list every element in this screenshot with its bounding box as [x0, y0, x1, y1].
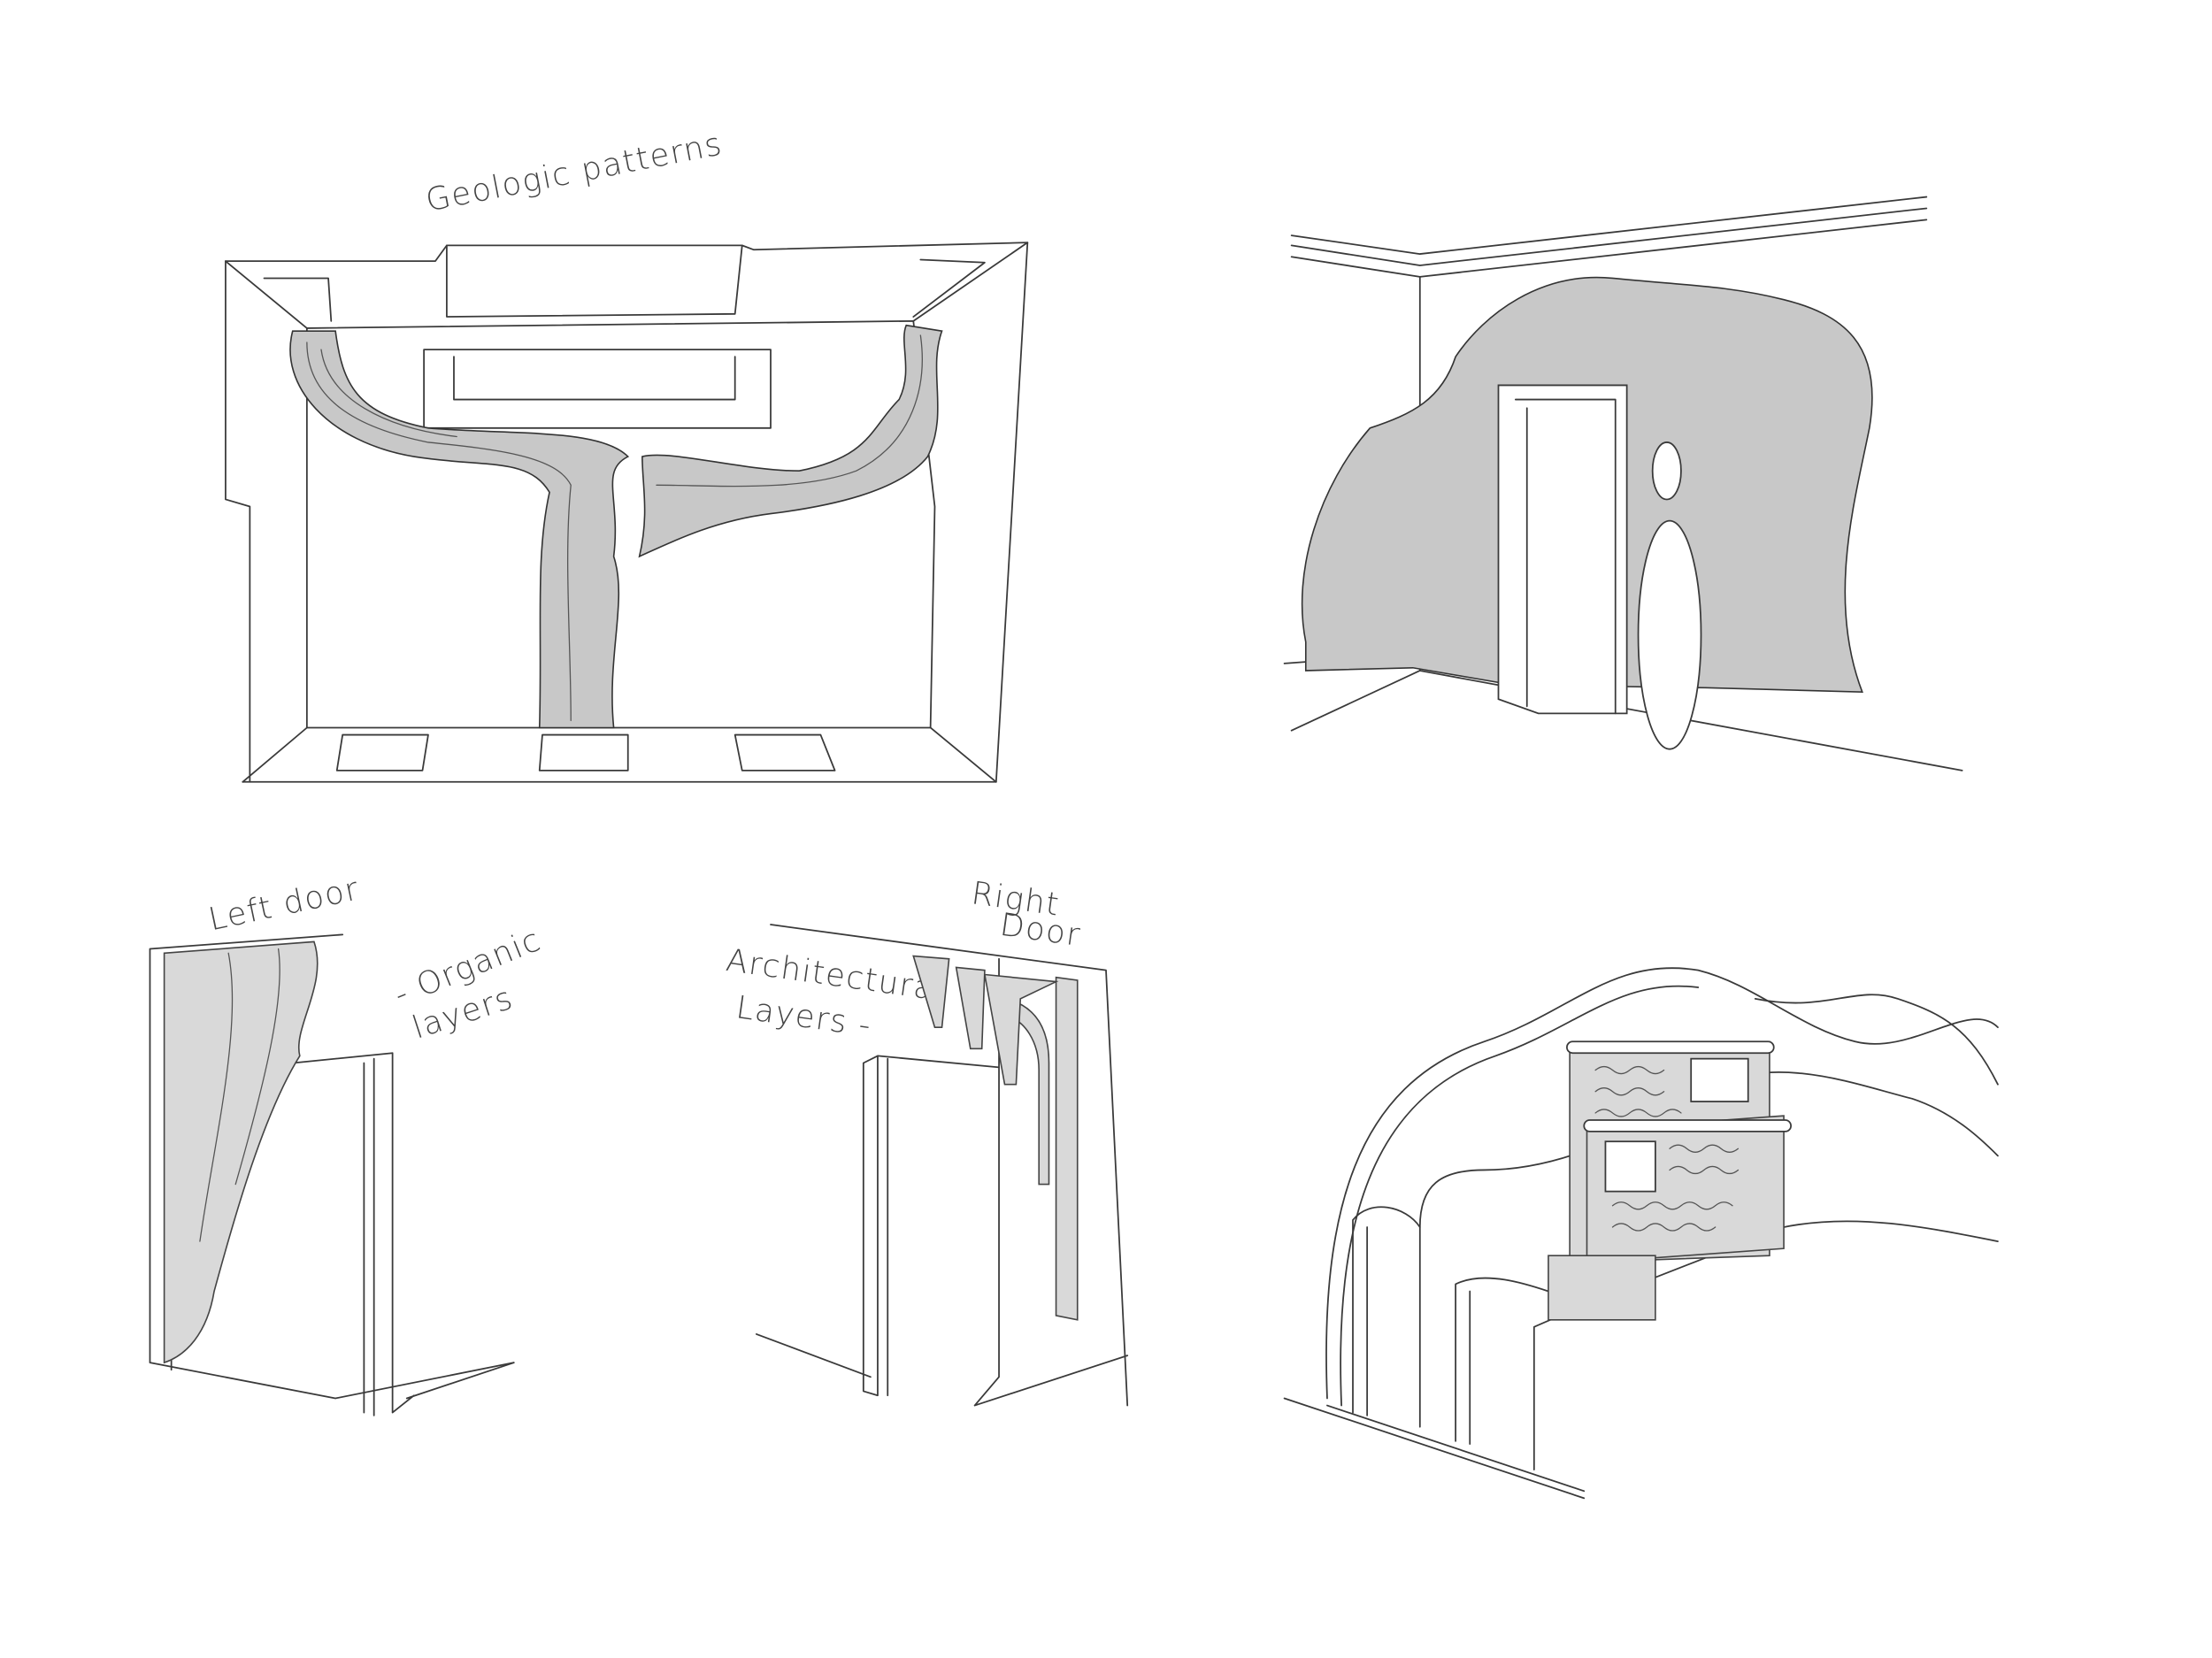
panel-image — [1690, 1057, 1749, 1102]
left-door-sketch: Left door - Organic layers — [149, 871, 547, 1416]
label-layers: Layers - — [733, 989, 874, 1044]
layered-display-sketch — [1283, 967, 1999, 1500]
organic-drape — [163, 940, 319, 1364]
geologic-band-left — [289, 330, 630, 729]
panel-image — [1604, 1140, 1656, 1193]
panel-rail — [1566, 1040, 1775, 1055]
room-corner-sketch — [1283, 196, 1963, 771]
label-geologic-patterns: Geologic patterns — [423, 126, 726, 219]
label-door: Door — [998, 907, 1084, 954]
geologic-band-right — [638, 324, 943, 558]
oval-panel — [1637, 519, 1702, 750]
panel-rail — [1583, 1119, 1793, 1132]
right-door-sketch: Right Door Architectural Layers - — [724, 875, 1129, 1407]
doorway — [1497, 384, 1628, 715]
label-left-door: Left door — [205, 871, 363, 938]
round-window — [1651, 441, 1682, 501]
display-base — [1548, 1255, 1656, 1321]
ceiling-geologic-sketch: Geologic patterns — [225, 126, 1029, 783]
architectural-layer-strip — [1055, 976, 1079, 1321]
